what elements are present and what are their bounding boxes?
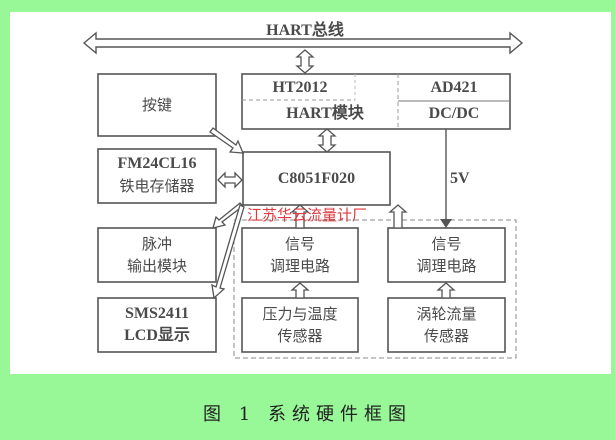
figure-caption: 图 1 系统硬件框图: [203, 404, 412, 425]
lcd-model-label: SMS2411: [124, 305, 189, 322]
signal1-to-mcu-arrow: [290, 204, 310, 229]
mcu-to-pulse-arrow: [212, 202, 244, 229]
pulse-box: [97, 227, 217, 283]
fram-model-label: FM24CL16: [117, 155, 197, 172]
signal2-label-1: 信号: [431, 235, 462, 253]
mcu-box: [242, 151, 391, 206]
watermark-text: 江苏华云流量计厂: [247, 206, 368, 224]
keys-label: 按键: [141, 96, 172, 114]
sensor1-label-1: 压力与温度: [262, 305, 338, 323]
lcd-desc-label: LCD显示: [124, 327, 190, 344]
signal1-label-2: 调理电路: [269, 257, 330, 275]
voltage-label: 5V: [450, 170, 470, 187]
mcu-label: C8051F020: [277, 170, 356, 187]
keys-to-mcu-arrow: [209, 127, 245, 154]
fram-box: [97, 148, 217, 204]
keys-box: [97, 73, 217, 137]
ht2012-label: HT2012: [272, 79, 328, 96]
sensor2-to-signal2-arrow: [436, 282, 456, 299]
sensor2-label-1: 涡轮流量: [416, 305, 477, 323]
power-5v-arrowhead: [440, 219, 452, 228]
lcd-box: [97, 297, 217, 353]
hart-bus-arrow: [82, 31, 524, 55]
sensor-1-box: [241, 297, 359, 353]
sensor1-to-signal1-arrow: [290, 282, 310, 299]
signal-cond-2-box: [387, 227, 506, 283]
ad421-label: AD421: [430, 79, 478, 96]
bus-to-hart-arrow: [295, 49, 315, 74]
sensor-2-box: [387, 297, 506, 353]
signal1-label-1: 信号: [284, 235, 315, 253]
signal2-to-mcu-arrow: [388, 204, 408, 229]
hart-bus-label: HART总线: [266, 22, 344, 39]
signal-cond-1-box: [241, 227, 359, 283]
hart-to-mcu-arrow: [317, 128, 337, 153]
fram-mcu-arrow: [217, 171, 243, 189]
dcdc-label: DC/DC: [428, 105, 480, 122]
signal2-label-2: 调理电路: [416, 257, 477, 275]
pulse-label-2: 输出模块: [126, 257, 187, 275]
mcu-to-lcd-arrow: [211, 204, 245, 300]
pulse-label-1: 脉冲: [141, 235, 172, 253]
sensor2-label-2: 传感器: [423, 327, 469, 345]
hart-module-label: HART模块: [286, 105, 364, 122]
sensor1-label-2: 传感器: [277, 327, 323, 345]
fram-desc-label: 铁电存储器: [119, 177, 195, 195]
sensor-group-enclosure: [233, 219, 517, 359]
